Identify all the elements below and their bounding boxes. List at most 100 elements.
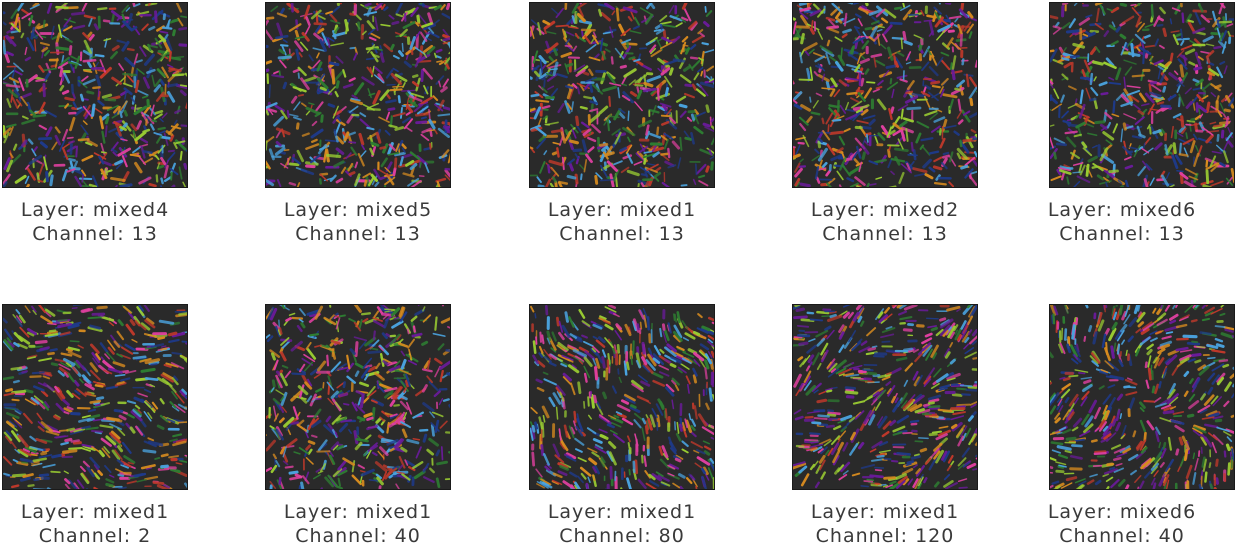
texture-stroke xyxy=(179,354,187,361)
texture-stroke xyxy=(620,399,630,405)
texture-stroke xyxy=(66,389,74,398)
texture-stroke xyxy=(948,181,955,187)
texture-stroke xyxy=(1223,141,1229,151)
texture-stroke xyxy=(641,356,648,366)
texture-stroke xyxy=(889,77,893,85)
texture-stroke xyxy=(290,3,294,13)
texture-stroke xyxy=(583,340,594,347)
texture-stroke xyxy=(899,120,908,128)
texture-stroke xyxy=(1156,23,1164,27)
texture-stroke xyxy=(652,146,665,152)
texture-stroke xyxy=(637,119,652,128)
texture-stroke xyxy=(19,448,32,457)
texture-stroke xyxy=(563,424,569,438)
texture-stroke xyxy=(275,129,282,139)
texture-stroke xyxy=(1103,433,1112,440)
texture-stroke xyxy=(150,343,165,349)
texture-stroke xyxy=(419,31,428,42)
visualization-pattern xyxy=(530,3,714,187)
texture-stroke xyxy=(431,411,444,418)
texture-stroke xyxy=(906,80,915,91)
texture-stroke xyxy=(598,105,609,115)
texture-stroke xyxy=(1088,325,1093,333)
texture-stroke xyxy=(334,401,343,411)
texture-stroke xyxy=(1089,355,1099,365)
texture-stroke xyxy=(862,371,878,376)
texture-stroke xyxy=(286,109,290,118)
texture-stroke xyxy=(375,473,382,480)
texture-stroke xyxy=(636,86,640,94)
texture-stroke xyxy=(890,395,896,404)
texture-stroke xyxy=(547,64,562,69)
texture-stroke xyxy=(833,109,840,118)
texture-stroke xyxy=(396,471,405,475)
texture-stroke xyxy=(556,147,560,158)
texture-stroke xyxy=(1225,116,1230,127)
texture-stroke xyxy=(933,6,942,15)
texture-stroke xyxy=(850,431,856,441)
texture-stroke xyxy=(905,128,909,142)
texture-stroke xyxy=(1144,136,1152,146)
texture-stroke xyxy=(676,347,687,353)
texture-stroke xyxy=(967,415,974,422)
texture-stroke xyxy=(273,359,279,371)
texture-stroke xyxy=(104,125,108,138)
texture-stroke xyxy=(881,327,896,334)
texture-stroke xyxy=(392,167,397,177)
texture-stroke xyxy=(554,454,565,464)
texture-stroke xyxy=(1150,94,1164,100)
texture-stroke xyxy=(1140,327,1150,335)
texture-stroke xyxy=(593,53,600,60)
texture-stroke xyxy=(560,51,573,58)
texture-stroke xyxy=(532,50,539,64)
texture-stroke xyxy=(1060,171,1066,181)
texture-stroke xyxy=(894,60,900,68)
texture-stroke xyxy=(1143,147,1154,156)
texture-stroke xyxy=(184,72,187,77)
texture-stroke xyxy=(1205,162,1219,171)
texture-stroke xyxy=(120,460,132,468)
texture-stroke xyxy=(1191,352,1202,357)
texture-stroke xyxy=(371,451,378,457)
texture-stroke xyxy=(446,372,450,376)
texture-stroke xyxy=(439,369,444,383)
texture-stroke xyxy=(386,421,390,434)
texture-stroke xyxy=(1218,32,1225,42)
texture-stroke xyxy=(936,373,949,383)
texture-stroke xyxy=(1056,168,1062,176)
texture-stroke xyxy=(76,388,87,397)
texture-stroke xyxy=(825,16,836,22)
texture-stroke xyxy=(143,332,158,338)
texture-stroke xyxy=(933,182,947,186)
texture-stroke xyxy=(704,48,714,54)
texture-stroke xyxy=(45,62,52,74)
texture-stroke xyxy=(1188,175,1199,181)
texture-stroke xyxy=(1223,430,1232,437)
texture-stroke xyxy=(539,59,544,74)
texture-stroke xyxy=(572,356,584,363)
texture-stroke xyxy=(957,457,967,467)
texture-stroke xyxy=(81,169,87,177)
texture-stroke xyxy=(153,131,163,137)
texture-stroke xyxy=(1122,145,1133,156)
texture-stroke xyxy=(169,401,177,409)
texture-stroke xyxy=(969,170,977,175)
texture-stroke xyxy=(11,473,27,478)
texture-stroke xyxy=(810,111,821,116)
texture-stroke xyxy=(575,115,580,127)
texture-stroke xyxy=(367,28,376,35)
texture-stroke xyxy=(710,161,714,171)
texture-stroke xyxy=(376,476,384,486)
texture-stroke xyxy=(971,305,977,315)
texture-stroke xyxy=(150,104,155,117)
texture-stroke xyxy=(293,451,301,455)
texture-stroke xyxy=(1110,40,1119,46)
texture-stroke xyxy=(79,93,85,102)
texture-stroke xyxy=(656,87,660,101)
texture-stroke xyxy=(561,28,567,41)
texture-stroke xyxy=(540,421,545,438)
texture-stroke xyxy=(616,412,627,419)
texture-stroke xyxy=(61,89,70,95)
texture-stroke xyxy=(24,56,32,62)
texture-stroke xyxy=(533,70,540,78)
